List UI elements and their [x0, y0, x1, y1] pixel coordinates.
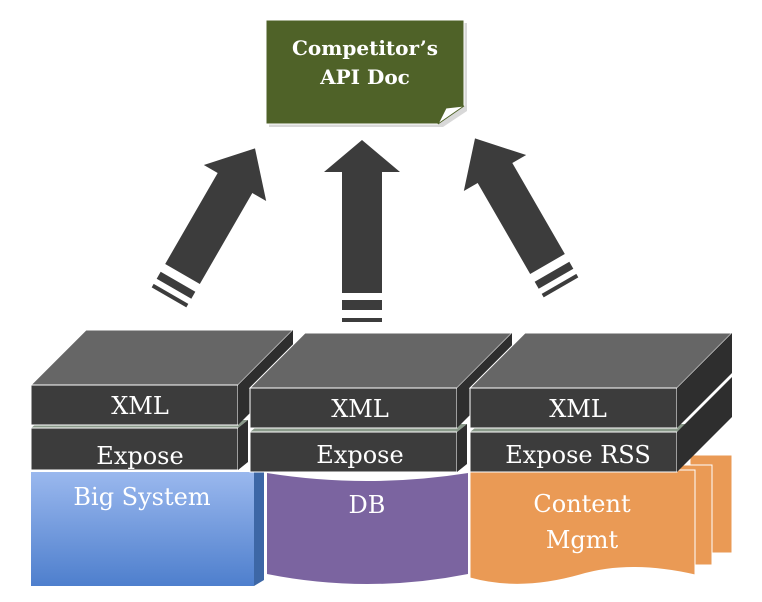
arrow-center-icon [324, 140, 400, 322]
expose-rss-layer: Expose RSS [505, 441, 651, 469]
expose-layer-1: Expose [96, 442, 183, 470]
arrow-right-icon [463, 138, 579, 298]
target-line2: API Doc [319, 65, 410, 89]
xml-layer-1: XML [111, 392, 169, 420]
big-system-box [31, 472, 254, 586]
content-mgmt-label-line1: Content [533, 490, 631, 518]
expose-layer-2: Expose [316, 441, 403, 469]
big-system-label: Big System [73, 483, 210, 511]
db-label: DB [349, 491, 386, 519]
arrow-left-icon [151, 148, 267, 308]
xml-layer-2: XML [331, 395, 389, 423]
content-mgmt-label-line2: Mgmt [546, 526, 619, 554]
stack-db: DB Expose XML [248, 332, 514, 584]
content-mgmt-documents [469, 469, 696, 585]
competitor-api-doc: Competitor’s API Doc [265, 19, 467, 127]
stack-big-system: Big System Expose XML [29, 329, 295, 586]
db-cylinder [267, 472, 468, 584]
page-curl-icon [437, 105, 465, 125]
stack-content-mgmt: Content Mgmt Expose RSS XML [468, 332, 734, 585]
xml-layer-3: XML [549, 395, 607, 423]
target-line1: Competitor’s [292, 36, 438, 60]
